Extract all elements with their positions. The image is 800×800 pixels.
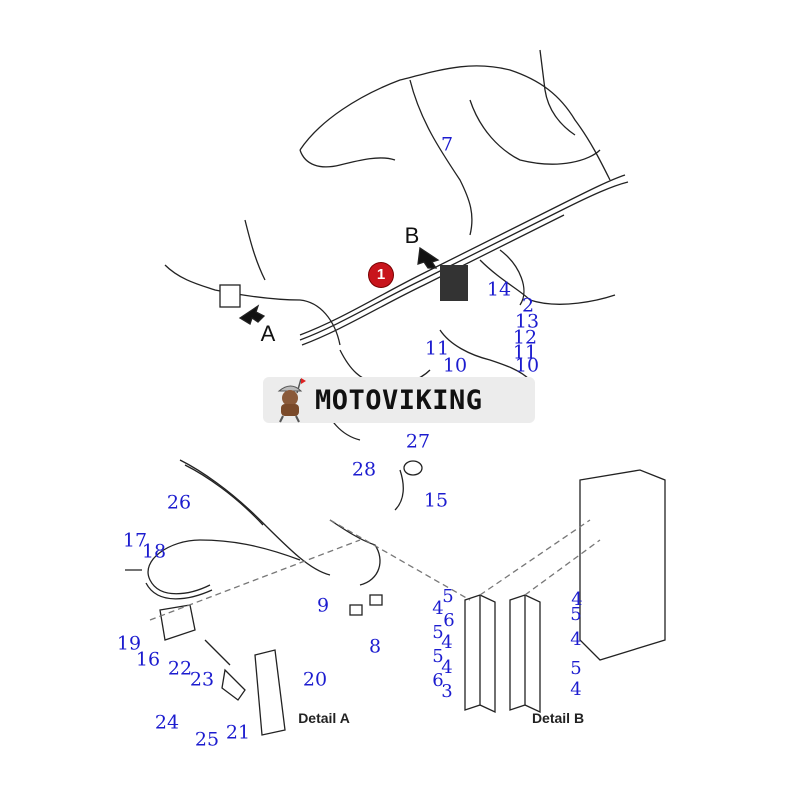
callout-11[interactable]: 11 — [512, 341, 538, 364]
watermark-text: MOTOVIKING — [315, 384, 483, 416]
detail-b-left-callout[interactable]: 4 — [441, 657, 453, 678]
detail-a-drawing — [125, 539, 361, 736]
callout-19[interactable]: 19 — [116, 632, 142, 655]
callout-18[interactable]: 18 — [141, 540, 167, 563]
callout-15[interactable]: 15 — [423, 489, 449, 512]
callout-22[interactable]: 22 — [167, 657, 193, 680]
detail-b-left-callout[interactable]: 6 — [432, 670, 444, 691]
detail-b-left-callout[interactable]: 3 — [441, 681, 453, 702]
arrow-a-icon — [238, 304, 266, 325]
callout-20[interactable]: 20 — [302, 668, 328, 691]
callout-25[interactable]: 25 — [194, 728, 220, 751]
callout-23[interactable]: 23 — [189, 668, 215, 691]
callout-17[interactable]: 17 — [122, 529, 148, 552]
callout-24[interactable]: 24 — [154, 711, 180, 734]
callout-8[interactable]: 8 — [368, 635, 382, 658]
detail-b-drawing — [329, 469, 666, 714]
callout-10[interactable]: 10 — [514, 354, 540, 377]
connector-block — [440, 265, 468, 301]
detail-a-title: Detail A — [298, 710, 350, 726]
lower-harness — [145, 459, 404, 600]
detail-b-title: Detail B — [531, 710, 585, 726]
part-1-badge[interactable]: 1 — [369, 263, 393, 287]
part-27 — [403, 460, 423, 476]
callout-26[interactable]: 26 — [166, 491, 192, 514]
callout-7[interactable]: 7 — [440, 133, 454, 156]
callout-12[interactable]: 12 — [512, 326, 538, 349]
detail-b-right-callout[interactable]: 5 — [570, 658, 582, 679]
detail-b-right-callout[interactable]: 4 — [570, 629, 582, 650]
watermark-logo: MOTOVIKING — [263, 377, 535, 423]
view-a-label: A — [260, 321, 276, 346]
detail-b-left-callout[interactable]: 4 — [441, 632, 453, 653]
part-8b — [369, 594, 383, 606]
callout-9[interactable]: 9 — [316, 594, 330, 617]
detail-b-right-callout[interactable]: 5 — [570, 604, 582, 625]
callout-14[interactable]: 14 — [486, 278, 512, 301]
callout-11b[interactable]: 11 — [424, 337, 450, 360]
part-8 — [349, 604, 363, 616]
callout-13[interactable]: 13 — [514, 310, 540, 333]
callout-16[interactable]: 16 — [135, 648, 161, 671]
callout-2[interactable]: 2 — [521, 294, 535, 317]
bracket — [219, 284, 241, 308]
detail-b-left-callout[interactable]: 6 — [443, 610, 455, 631]
detail-b-left-callout[interactable]: 5 — [432, 646, 444, 667]
callout-21[interactable]: 21 — [225, 721, 251, 744]
callout-10b[interactable]: 10 — [442, 354, 468, 377]
view-b-label: B — [404, 223, 420, 248]
callout-28[interactable]: 28 — [351, 458, 377, 481]
detail-b-left-callout[interactable]: 5 — [432, 622, 444, 643]
callout-27[interactable]: 27 — [405, 430, 431, 453]
detail-b-left-callout[interactable]: 5 — [442, 586, 454, 607]
detail-b-left-callout[interactable]: 4 — [432, 598, 444, 619]
detail-b-right-callout[interactable]: 4 — [571, 589, 583, 610]
viking-mascot-icon — [277, 378, 306, 423]
arrow-b-icon — [417, 246, 440, 269]
detail-b-right-callout[interactable]: 4 — [570, 679, 582, 700]
